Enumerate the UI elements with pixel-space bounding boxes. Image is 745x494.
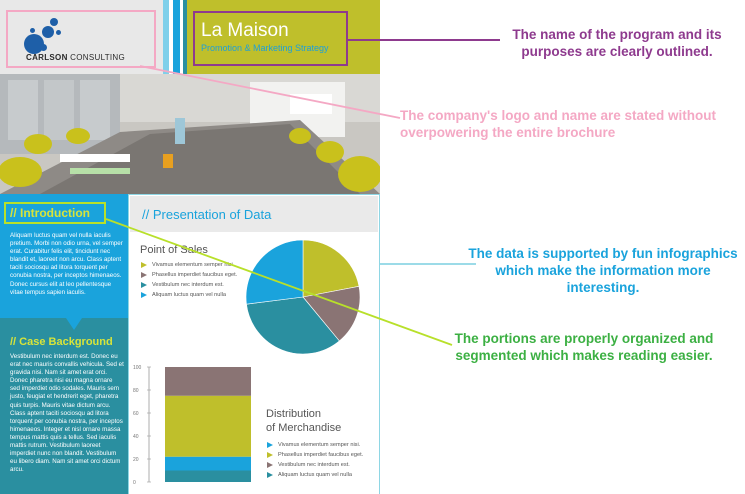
introduction-panel: // Introduction Aliquam luctus quam vel …	[0, 194, 128, 318]
data-section-frame	[128, 194, 380, 494]
stripe-blue	[163, 0, 169, 74]
pie-legend-label: Vestibulum nec interdum est.	[152, 282, 224, 288]
bar-legend-marker	[267, 462, 273, 468]
title-area: La Maison Promotion & Marketing Strategy	[187, 0, 380, 74]
program-subtitle: Promotion & Marketing Strategy	[201, 43, 329, 53]
company-name: CARLSON CONSULTING	[26, 53, 125, 62]
bar-legend-item: Vestibulum nec interdum est.	[266, 460, 378, 470]
pie-chart	[245, 239, 361, 355]
bar-chart-title-line2: of Merchandise	[266, 422, 342, 434]
bar-y-tick-label: 0	[133, 480, 136, 486]
case-background-body: Vestibulum nec interdum est. Donec eu er…	[10, 353, 124, 474]
introduction-highlight-frame	[4, 202, 106, 224]
case-background-heading: // Case Background	[10, 336, 113, 348]
bar-chart: 100 80 60 40 20 0	[133, 365, 251, 486]
introduction-heading: // Introduction	[10, 206, 90, 220]
bar-segment	[165, 470, 251, 482]
bar-segment	[165, 456, 251, 471]
data-section-heading: // Presentation of Data	[142, 207, 272, 222]
logo-area: CARLSON CONSULTING	[0, 0, 163, 74]
pie-legend-item: Phasellus imperdiet faucibus eget.	[140, 270, 250, 280]
annotation-program-name: The name of the program and its purposes…	[512, 27, 722, 59]
pie-legend-item: Vivamus elementum semper nisi.	[140, 260, 250, 270]
stripe-teal	[183, 0, 187, 74]
connector-portions	[105, 218, 453, 346]
stripe-white-1	[169, 0, 173, 74]
logo-highlight-frame	[6, 10, 156, 68]
pie-legend-label: Aliquam luctus quam vel nulla	[152, 292, 226, 298]
introduction-body: Aliquam luctus quam vel nulla iaculis pr…	[10, 232, 123, 296]
bar-legend-item: Aliquam luctus quam vel nulla	[266, 470, 378, 480]
bar-segment	[165, 395, 251, 457]
introduction-callout-tail	[66, 318, 82, 330]
bar-y-tick-label: 20	[133, 457, 139, 463]
annotation-portions: The portions are properly organized and …	[454, 331, 714, 363]
connector-logo	[139, 65, 401, 119]
bar-legend-item: Vivamus elementum semper nisi.	[266, 440, 378, 450]
pie-legend-marker	[141, 262, 147, 268]
stripe-blue-dark	[173, 0, 180, 74]
meeting-room-photo	[0, 74, 380, 194]
pie-slice	[246, 296, 340, 355]
annotation-logo-name: The company's logo and name are stated w…	[400, 108, 717, 140]
bar-legend-label: Vivamus elementum semper nisi.	[278, 442, 361, 448]
annotation-data-support: The data is supported by fun infographic…	[468, 246, 738, 295]
bar-segment	[165, 367, 251, 396]
company-name-bold: CARLSON	[26, 53, 68, 62]
bar-legend-label: Phasellus imperdiet faucibus eget.	[278, 452, 364, 458]
bar-legend-marker	[267, 452, 273, 458]
pie-legend-label: Vivamus elementum semper nisi.	[152, 262, 235, 268]
pie-legend-marker	[141, 292, 147, 298]
case-background-panel: // Case Background Vestibulum nec interd…	[0, 318, 128, 494]
bar-y-tick-label: 60	[133, 411, 139, 417]
pie-legend-label: Phasellus imperdiet faucibus eget.	[152, 272, 238, 278]
data-section-header	[130, 196, 378, 232]
pie-slice	[302, 285, 361, 342]
pie-legend-marker	[141, 282, 147, 288]
bar-y-tick-label: 100	[133, 365, 142, 371]
bar-legend-label: Aliquam luctus quam vel nulla	[278, 472, 352, 478]
bar-chart-title-line1: Distribution	[266, 408, 322, 420]
bar-legend-item: Phasellus imperdiet faucibus eget.	[266, 450, 378, 460]
pie-chart-legend: Vivamus elementum semper nisi. Phasellus …	[140, 260, 250, 300]
bar-y-tick-label: 80	[133, 388, 139, 394]
bar-legend-marker	[267, 472, 273, 478]
pie-legend-item: Vestibulum nec interdum est.	[140, 280, 250, 290]
pie-legend-item: Aliquam luctus quam vel nulla	[140, 290, 250, 300]
company-name-rest: CONSULTING	[67, 53, 126, 62]
title-highlight-frame	[193, 11, 348, 66]
brochure: CARLSON CONSULTING La Maison Promotion &…	[0, 0, 380, 494]
pie-legend-marker	[141, 272, 147, 278]
pie-slice	[302, 239, 360, 298]
bar-chart-legend: Vivamus elementum semper nisi. Phasellus …	[266, 440, 378, 480]
program-title: La Maison	[201, 20, 289, 41]
pie-chart-title: Point of Sales	[140, 244, 208, 256]
stripe-white-2	[180, 0, 183, 74]
bar-legend-label: Vestibulum nec interdum est.	[278, 462, 350, 468]
pie-slice	[245, 239, 304, 305]
bar-legend-marker	[267, 442, 273, 448]
bar-y-tick-label: 40	[133, 434, 139, 440]
